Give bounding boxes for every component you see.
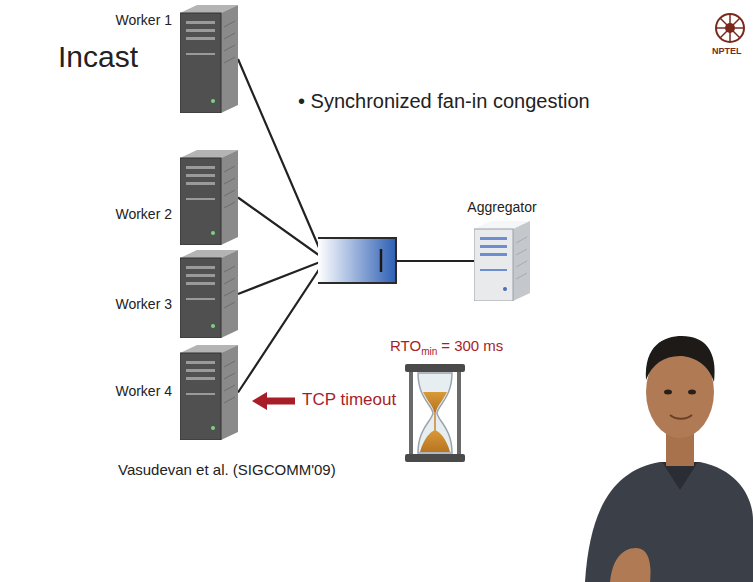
worker-node: Worker 3 [180, 250, 238, 338]
icon-part [480, 269, 507, 271]
icon-part [224, 190, 235, 196]
aggregator-server-icon [474, 221, 530, 301]
worker-server-icon [180, 150, 238, 245]
worker-node: Worker 1 [180, 5, 238, 113]
icon-part [180, 13, 221, 113]
icon-part [186, 369, 215, 372]
timeout-label: RTO [390, 337, 421, 354]
slide-title: Incast [58, 40, 138, 75]
icon-part [513, 221, 530, 301]
timeout-label: min [421, 346, 437, 357]
icon-part [224, 385, 235, 391]
icon-part [186, 266, 215, 269]
icon-part [221, 150, 238, 245]
icon-part [211, 426, 215, 430]
icon-part [186, 29, 215, 32]
icon-part [224, 202, 235, 208]
node-label: Worker 2 [115, 206, 172, 222]
citation-note: Vasudevan et al. (SIGCOMM'09) [118, 461, 336, 478]
icon-part [186, 21, 215, 24]
worker-server-icon [180, 250, 238, 338]
icon-part [224, 21, 235, 27]
icon-part [180, 158, 221, 245]
worker-node: Worker 2 [180, 150, 238, 245]
icon-part [224, 361, 235, 367]
icon-part [186, 37, 215, 40]
icon-part [224, 178, 235, 184]
presenter-figure [585, 336, 753, 582]
icon-part [474, 229, 513, 301]
icon-part [180, 353, 221, 440]
icon-part [224, 290, 235, 296]
icon-part [480, 253, 507, 256]
icon-part [224, 397, 235, 403]
icon-part [224, 266, 235, 272]
node-label: Worker 4 [115, 383, 172, 399]
logo-text: NPTEL [712, 46, 742, 56]
icon-part [224, 302, 235, 308]
switch-queue [318, 238, 396, 283]
icon-part [186, 53, 215, 55]
icon-part [186, 166, 215, 169]
icon-part [186, 298, 215, 300]
icon-part [186, 393, 215, 395]
icon-part [186, 282, 215, 285]
icon-part [186, 182, 215, 185]
icon-part [516, 273, 527, 279]
icon-part [516, 249, 527, 255]
icon-part [224, 278, 235, 284]
worker-server-icon [180, 345, 238, 440]
node-label: Worker 3 [115, 296, 172, 312]
icon-part [221, 5, 238, 113]
network-link [238, 59, 474, 261]
timeout-label: = 300 ms [441, 337, 503, 354]
icon-part [186, 274, 215, 277]
icon-part [516, 237, 527, 243]
worker-node: Worker 4 [180, 345, 238, 440]
icon-part [221, 250, 238, 338]
timeout-arrow [252, 392, 295, 410]
slide-text: TCP timeout [302, 390, 396, 410]
aggregator-node: Aggregator [474, 221, 530, 301]
icon-part [211, 231, 215, 235]
icon-part [224, 45, 235, 51]
formula-group: RTOmin = 300 ms [390, 337, 503, 358]
worker-server-icon [180, 5, 238, 113]
icon-part [224, 57, 235, 63]
icon-part [186, 198, 215, 200]
icon-part [211, 99, 215, 103]
icon-part [211, 324, 215, 328]
icon-part [480, 245, 507, 248]
icon-part [503, 287, 507, 291]
nptel-logo [716, 14, 744, 42]
icon-part [224, 373, 235, 379]
node-label: Aggregator [467, 199, 536, 215]
icon-part [480, 237, 507, 240]
icon-part [180, 258, 221, 338]
icon-part [186, 377, 215, 380]
slide-text: • Synchronized fan-in congestion [298, 90, 590, 113]
icon-part [186, 361, 215, 364]
icon-part [224, 33, 235, 39]
icon-part [516, 261, 527, 267]
icon-part [224, 166, 235, 172]
node-label: Worker 1 [115, 12, 172, 28]
hourglass-icon [405, 364, 465, 462]
icon-part [221, 345, 238, 440]
icon-part [186, 174, 215, 177]
